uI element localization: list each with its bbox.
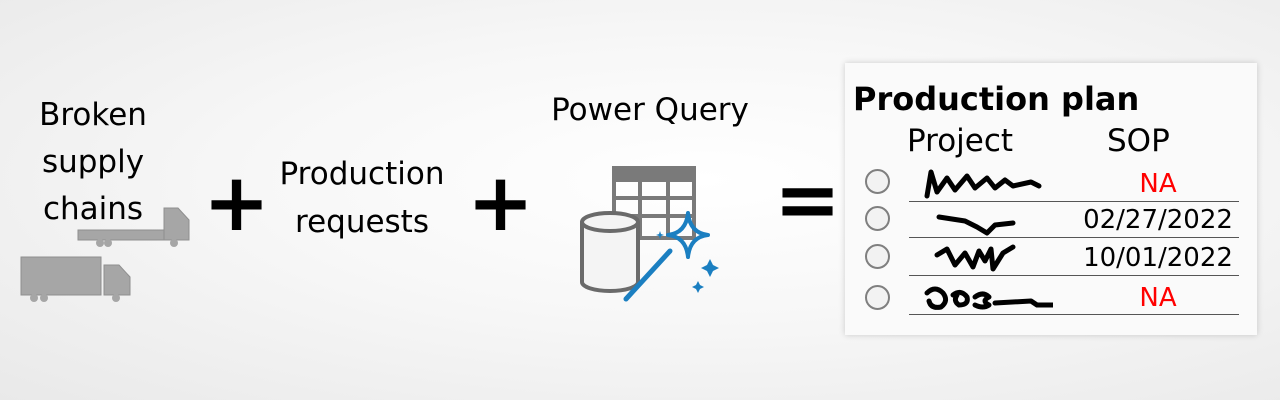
database-table-icon	[580, 166, 696, 293]
radio-button-icon[interactable]	[865, 169, 890, 194]
sop-value: NA	[1139, 283, 1177, 313]
sop-value: 10/01/2022	[1083, 243, 1233, 273]
row-divider	[909, 275, 1239, 276]
scribbled-project-name	[924, 169, 1042, 199]
supply-chains-line-2: supply	[41, 144, 145, 180]
production-requests-line-1: Production	[279, 156, 445, 192]
row-divider	[909, 314, 1239, 315]
supply-chains-label: Broken supply chains	[18, 92, 168, 233]
sop-column-header: SOP	[1107, 123, 1170, 159]
row-divider	[909, 201, 1239, 202]
radio-button-icon[interactable]	[865, 244, 890, 269]
scribbled-project-name	[934, 244, 1016, 272]
truck-icon	[20, 256, 131, 302]
radio-button-icon[interactable]	[865, 285, 890, 310]
production-requests-line-2: requests	[295, 204, 429, 240]
plus-operator: +	[203, 156, 271, 249]
project-column-header: Project	[907, 123, 1014, 159]
row-divider	[909, 237, 1239, 238]
truck-icon	[77, 207, 190, 247]
supply-chains-line-3: chains	[42, 191, 144, 227]
supply-chains-line-1: Broken	[39, 97, 147, 133]
production-requests-label: Production requests	[262, 150, 462, 246]
magic-wand-icon	[623, 211, 719, 302]
production-plan-card: Production plan Project SOP NA 02/27/202…	[845, 63, 1257, 335]
production-plan-title: Production plan	[853, 80, 1140, 118]
plus-operator: +	[467, 156, 535, 249]
scribbled-project-name	[924, 286, 1053, 310]
power-query-label: Power Query	[551, 92, 749, 128]
radio-button-icon[interactable]	[865, 206, 890, 231]
sop-value: 02/27/2022	[1083, 205, 1233, 235]
scribbled-project-name	[936, 214, 1016, 236]
sop-value: NA	[1139, 169, 1177, 199]
equals-operator: =	[774, 153, 842, 246]
